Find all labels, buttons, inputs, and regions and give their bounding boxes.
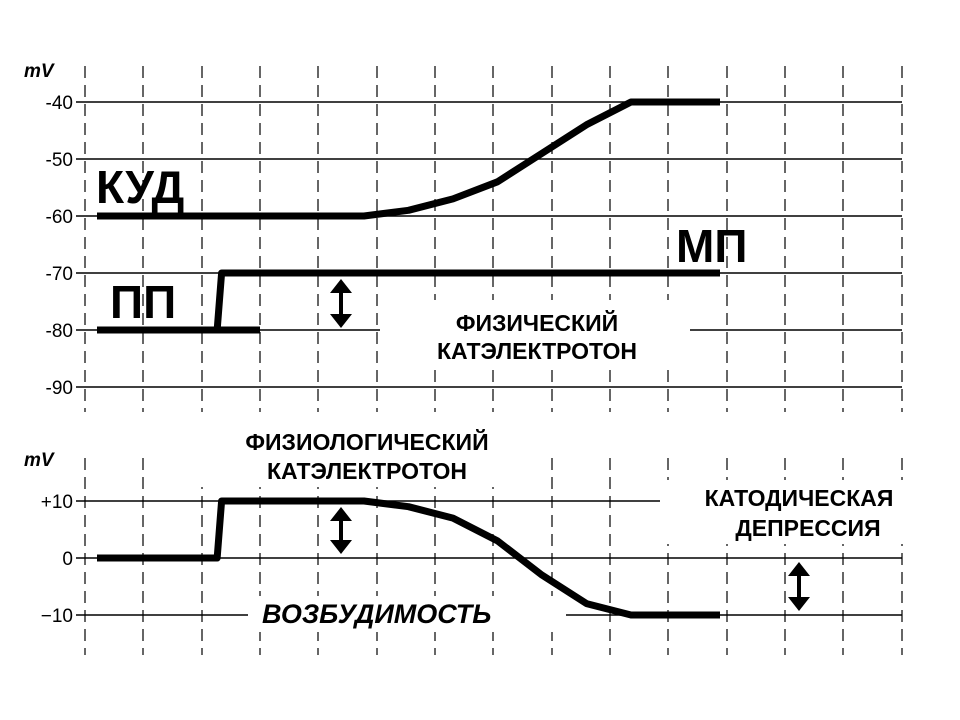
annotation-physical-2: КАТЭЛЕКТРОТОН [437,338,637,364]
reference-lines [200,300,950,632]
upper-ytick-1: -50 [46,150,73,171]
annotation-physiological-1: ФИЗИОЛОГИЧЕСКИЙ [245,428,488,455]
series-excitability [97,497,720,619]
mask-physical [380,300,690,368]
arrow-physical [330,279,352,328]
annotation-physical-1: ФИЗИЧЕСКИЙ [456,309,618,336]
arrow-physiological [330,507,352,554]
arrow-depression [788,562,810,611]
arrow-physical-head-top [330,279,352,293]
annotation-depression-1: КАТОДИЧЕСКАЯ [705,485,894,511]
arrows [330,279,810,611]
lower-ytick-2: −10 [41,606,73,627]
arrow-depression-head-top [788,562,810,576]
arrow-physiological-head-bottom [330,540,352,554]
mask-depression [660,480,950,544]
tick-labels: -40 -50 -60 -70 -80 -90 +10 0 −10 [41,93,73,627]
curves [97,98,720,619]
lower-ylabel: mV [24,450,55,471]
series-mp [97,269,720,334]
upper-ytick-5: -90 [46,378,73,399]
annotation-physiological-2: КАТЭЛЕКТРОТОН [267,458,467,484]
upper-ytick-2: -60 [46,207,73,228]
annotation-depression-2: ДЕПРЕССИЯ [735,515,880,541]
arrow-depression-head-bottom [788,597,810,611]
upper-ylabel: mV [24,61,55,82]
mask-excitability [248,596,566,632]
arrow-physical-head-bottom [330,314,352,328]
label-excitability: ВОЗБУДИМОСТЬ [262,599,491,629]
series-kud [97,98,720,220]
label-mp: МП [676,220,747,272]
label-pp: ПП [110,276,176,328]
upper-ytick-4: -80 [46,321,73,342]
arrow-physiological-head-top [330,507,352,521]
lower-ytick-1: 0 [62,549,73,570]
upper-ytick-3: -70 [46,264,73,285]
upper-ytick-0: -40 [46,93,73,114]
lower-ytick-0: +10 [41,492,73,513]
mask-physiological [200,425,540,487]
label-kud: КУД [96,161,184,213]
